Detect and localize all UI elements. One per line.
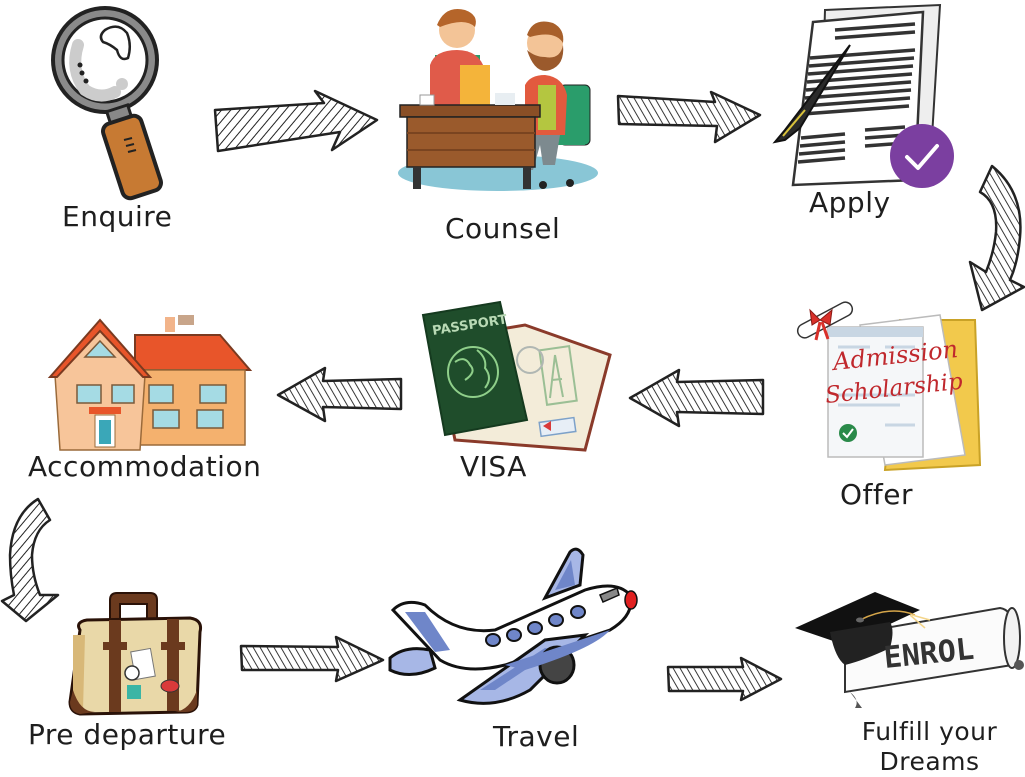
step-label: Fulfill your Dreams (852, 717, 1007, 777)
counselling-meeting-icon (398, 9, 598, 191)
arrow-right-icon (213, 89, 379, 153)
step-accommodation: Accommodation (25, 305, 265, 485)
step-label-line: Fulfill your (861, 717, 998, 746)
step-travel: Travel (385, 540, 645, 760)
arrow-down-curved-icon (0, 497, 60, 623)
step-apply: Apply (765, 0, 965, 230)
step-label: Travel (493, 720, 580, 753)
arrow-down-curved-icon (968, 164, 1025, 312)
suitcase-icon (68, 592, 202, 716)
step-label-line: Dreams (879, 747, 980, 776)
house-icon (47, 315, 253, 451)
step-label: Accommodation (28, 450, 262, 483)
step-label: Apply (809, 186, 891, 219)
offer-letter-icon: Admission Scholarship (796, 301, 982, 472)
step-enquire: Enquire (40, 0, 200, 240)
arrow-right-icon (239, 635, 385, 683)
step-enrol: ENROL Fulfill your Dreams (790, 580, 1025, 776)
arrow-left-icon (628, 368, 765, 428)
magnifying-glass-icon (51, 6, 163, 201)
application-document-icon (772, 3, 954, 188)
graduation-scroll-icon: ENROL (795, 592, 1024, 708)
step-label: Counsel (445, 212, 561, 245)
step-offer: Admission Scholarship Offer (790, 295, 990, 515)
arrow-right-icon (666, 656, 783, 702)
step-visa: PASSPORT VISA (415, 300, 615, 485)
step-label: Offer (840, 478, 913, 511)
step-label: VISA (460, 450, 527, 483)
airplane-icon (388, 547, 638, 705)
step-label: Pre departure (28, 718, 227, 751)
arrow-right-icon (616, 90, 762, 144)
step-counsel: Counsel (395, 5, 605, 245)
passport-icon: PASSPORT (421, 300, 612, 452)
step-label: Enquire (62, 200, 173, 233)
arrow-left-icon (276, 366, 403, 423)
step-pre-departure: Pre departure (25, 590, 255, 765)
